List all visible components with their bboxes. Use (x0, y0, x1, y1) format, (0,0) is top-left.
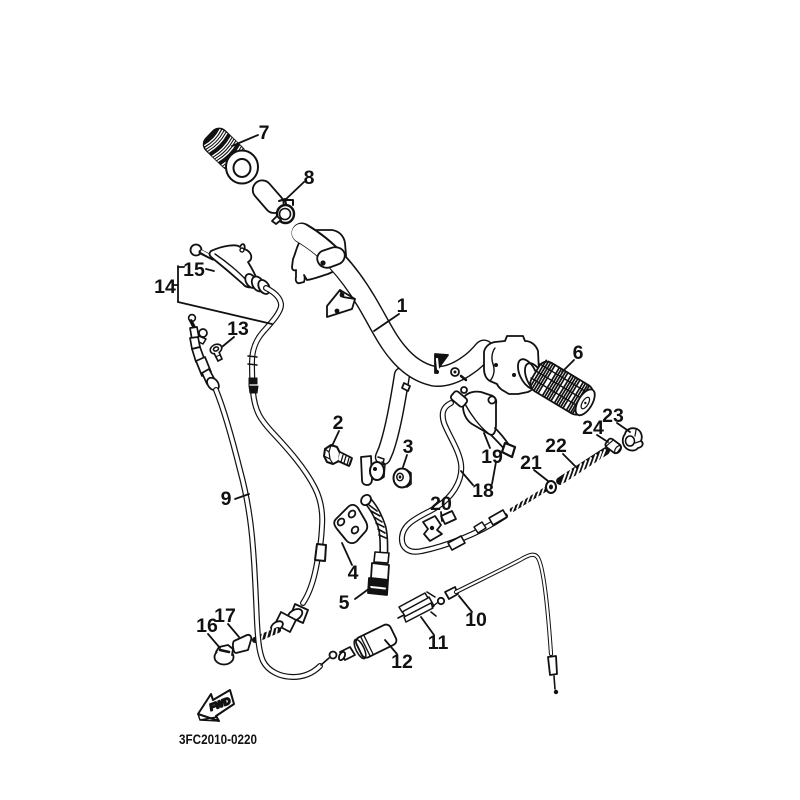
svg-text:24: 24 (582, 417, 604, 439)
svg-text:7: 7 (259, 122, 270, 144)
svg-text:16: 16 (196, 615, 218, 637)
svg-text:23: 23 (602, 405, 624, 427)
svg-text:17: 17 (214, 605, 236, 627)
svg-text:19: 19 (481, 446, 503, 468)
svg-text:3FC2010-0220: 3FC2010-0220 (179, 731, 257, 747)
svg-text:15: 15 (183, 259, 205, 281)
svg-text:3: 3 (403, 436, 414, 458)
svg-text:4: 4 (348, 562, 359, 584)
svg-text:12: 12 (391, 651, 413, 673)
svg-text:21: 21 (520, 452, 542, 474)
svg-text:1: 1 (397, 295, 408, 317)
svg-text:10: 10 (465, 609, 487, 631)
svg-text:22: 22 (545, 435, 567, 457)
svg-text:18: 18 (472, 480, 494, 502)
svg-text:13: 13 (227, 318, 249, 340)
svg-text:9: 9 (221, 488, 232, 510)
svg-text:8: 8 (304, 167, 315, 189)
svg-text:2: 2 (333, 412, 344, 434)
svg-text:20: 20 (430, 493, 452, 515)
svg-text:11: 11 (428, 632, 449, 654)
svg-text:5: 5 (339, 592, 350, 614)
svg-text:14: 14 (154, 276, 176, 298)
svg-text:6: 6 (573, 342, 584, 364)
